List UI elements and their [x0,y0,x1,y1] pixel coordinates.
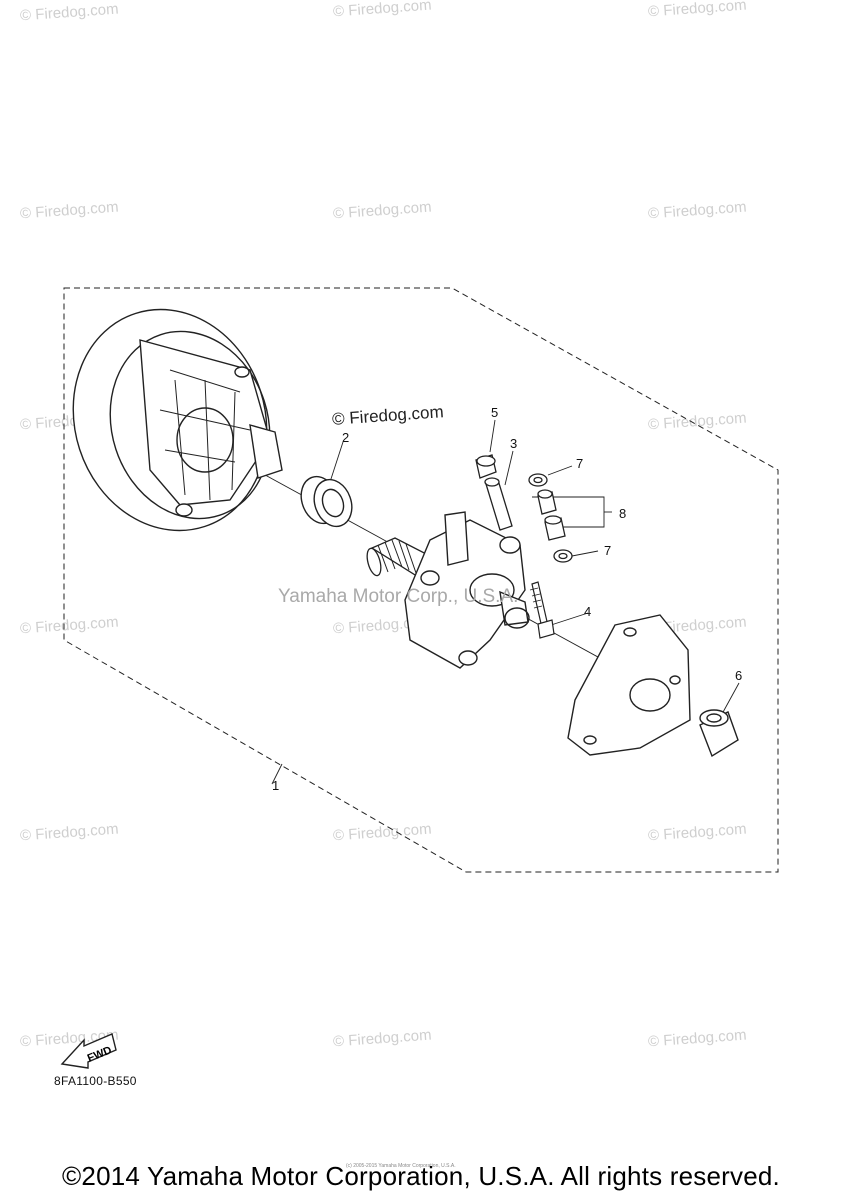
washer-upper [528,473,548,487]
callout-6: 6 [735,668,743,683]
leader-line [721,682,740,715]
washer-lower [553,549,573,563]
assembly-boundary [63,287,779,873]
callout-7: 7 [576,456,584,471]
leader-line [547,612,589,627]
callout-7: 7 [604,543,612,558]
callout-1: 1 [272,778,280,793]
diagram-code: 8FA1100-B550 [54,1074,137,1088]
callout-5: 5 [491,405,499,420]
cap-nut [475,454,497,479]
watermark-center: Yamaha Motor Corp., U.S.A. [278,586,519,607]
leader-line [547,465,573,476]
bearing-housing [404,511,530,669]
fwd-arrow-icon [60,1033,117,1069]
impeller-housing [72,308,283,532]
oil-seal [300,475,353,528]
leader-line [504,450,514,486]
callout-8: 8 [619,506,627,521]
leader-line [489,419,496,453]
copyright-notice: ©2014 Yamaha Motor Corporation, U.S.A. A… [62,1161,780,1191]
callout-4: 4 [584,604,592,619]
callout-2: 2 [342,430,350,445]
bolt [529,581,555,639]
bushing [537,489,566,541]
leader-line [271,763,283,785]
callout-3: 3 [510,436,518,451]
cover-plate [567,614,691,756]
collar [484,477,513,531]
leader-line [329,441,344,483]
fine-print: (c) 2005-2015 Yamaha Motor Corporation, … [346,1163,456,1169]
sleeve-bushing [699,709,739,758]
leader-line [571,550,599,557]
